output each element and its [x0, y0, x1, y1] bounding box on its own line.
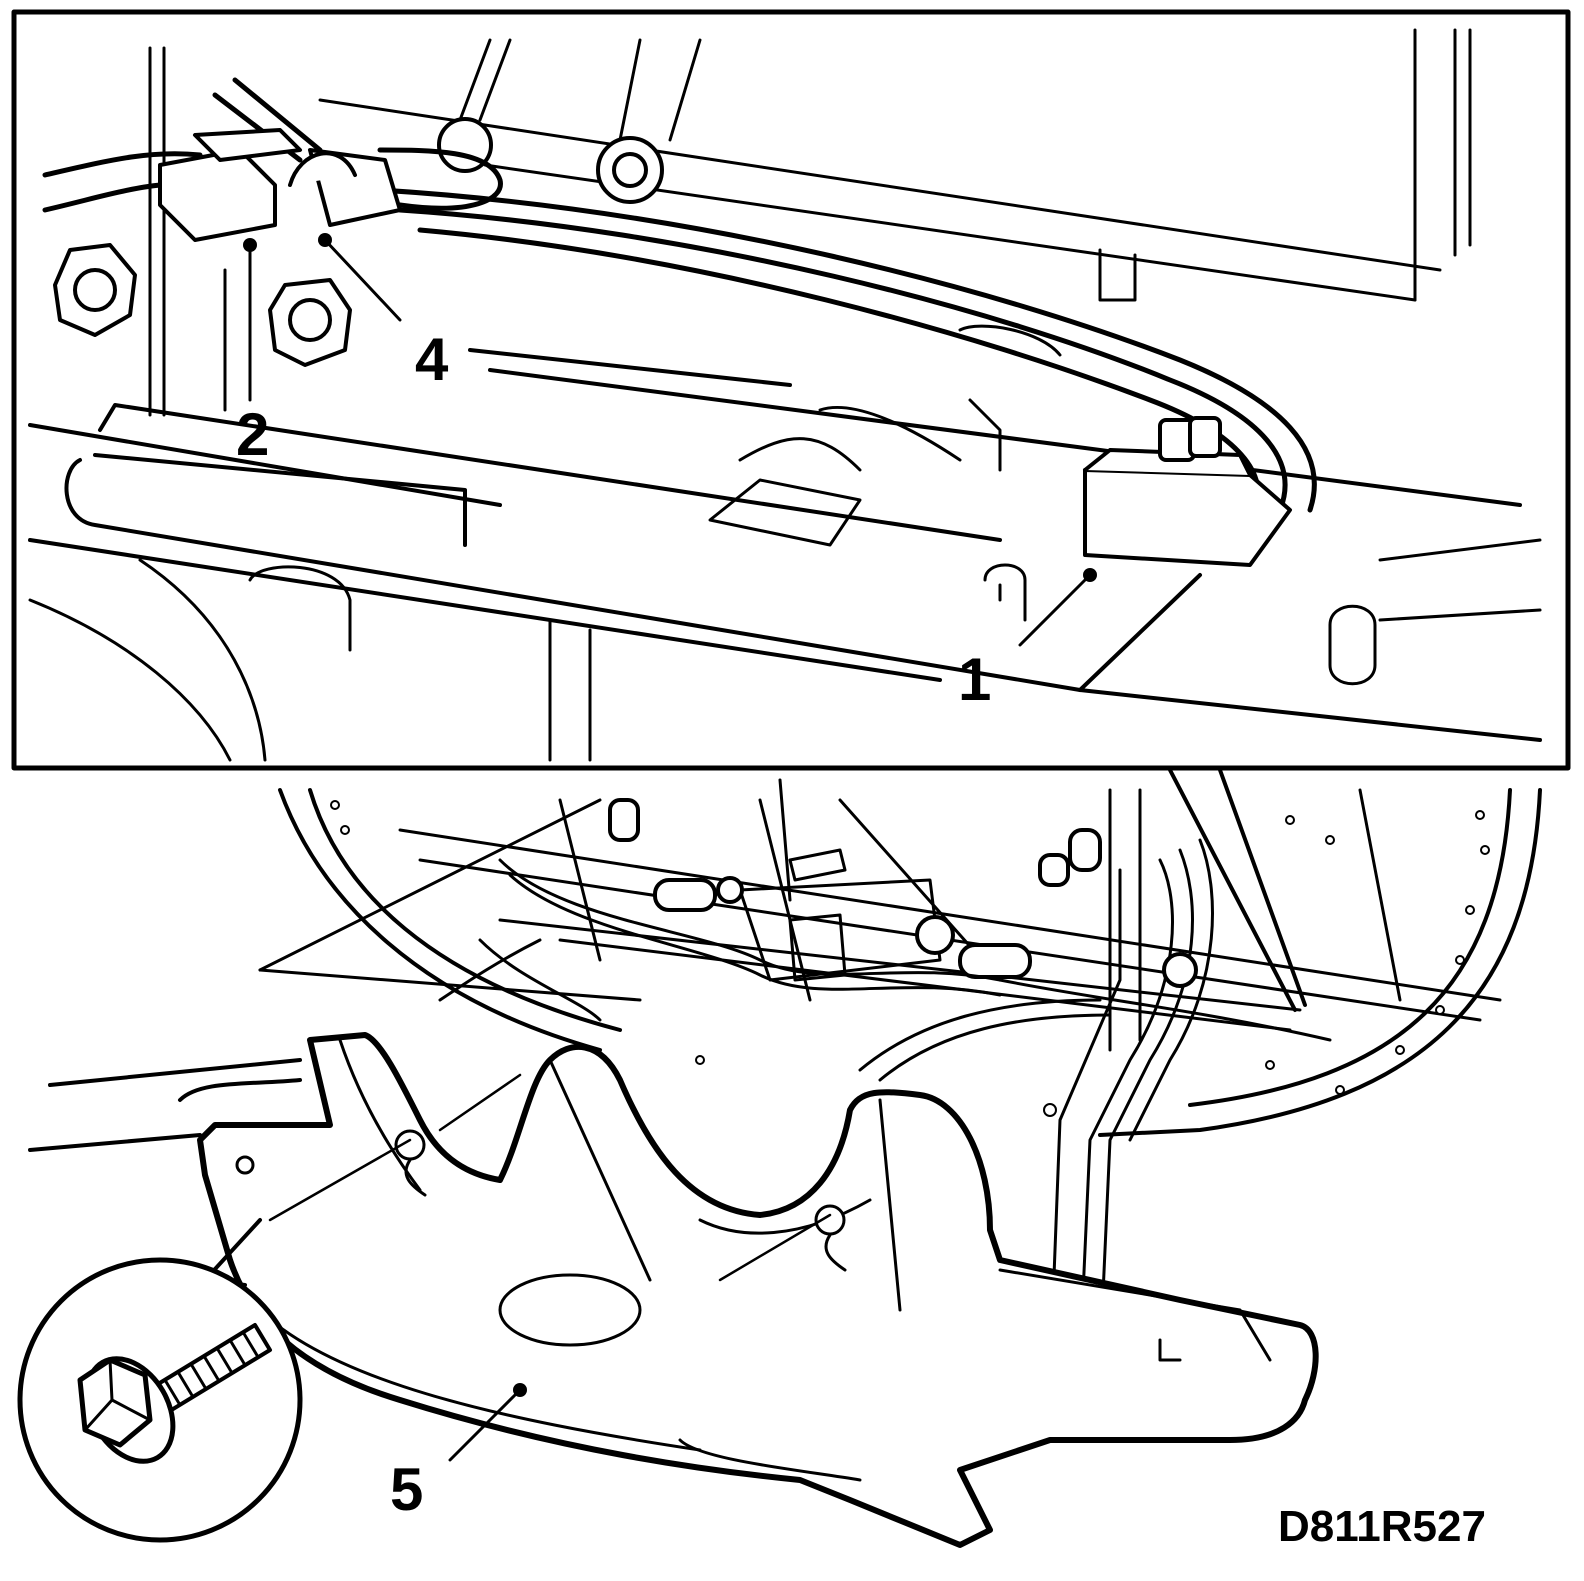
control-module [1085, 418, 1290, 565]
underbody-view [30, 780, 1540, 1545]
cover-details [237, 1040, 1270, 1480]
mounting-bolts [55, 245, 350, 365]
bolt-icon [70, 1325, 270, 1477]
fastener-leaders [270, 1075, 830, 1280]
figure-code: D811R527 [1278, 1502, 1486, 1551]
underbody-cover [200, 1035, 1316, 1545]
callout-5: 5 [390, 1456, 424, 1523]
callout-2: 2 [236, 401, 270, 468]
detail-inset [14, 12, 1568, 768]
connector-block [160, 130, 400, 240]
callout-leaders [250, 240, 1090, 645]
zoom-pointer [1170, 770, 1305, 1010]
callout-1: 1 [958, 646, 992, 713]
bolt-detail [20, 1220, 300, 1540]
small-fittings [610, 800, 1196, 986]
callout-4: 4 [415, 326, 449, 393]
callout-dots [243, 233, 1097, 582]
cross-rail [30, 350, 1540, 740]
